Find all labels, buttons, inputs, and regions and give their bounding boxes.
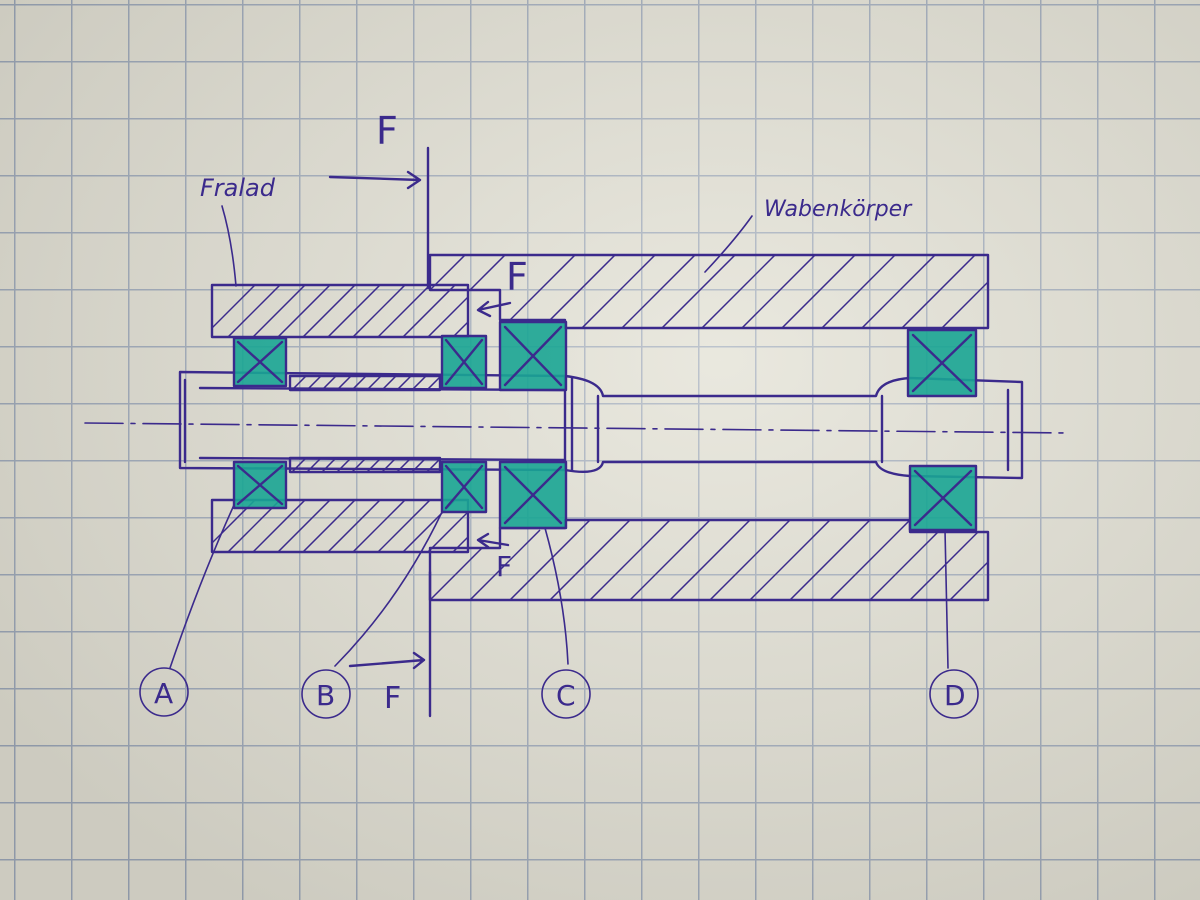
label-circle-b <box>301 669 351 719</box>
nabenkoerper-label: Wabenkörper <box>764 197 913 222</box>
freewheel-housing-lower <box>210 498 470 554</box>
force-label-upper-gap: F <box>506 255 528 299</box>
bearing-a-upper <box>232 336 288 388</box>
bearing-c-upper <box>498 320 568 392</box>
force-label-bottom: F <box>384 681 401 716</box>
freewheel-housing-upper <box>210 283 470 339</box>
force-arrow-bottom <box>348 651 426 670</box>
leader-nabenkoerper <box>704 215 753 273</box>
center-axis-line <box>84 422 1071 434</box>
force-label-top: F <box>376 109 398 153</box>
leader-freilauf <box>221 205 237 287</box>
bearing-d-upper <box>906 328 978 398</box>
bearing-a-lower <box>232 460 288 510</box>
bearing-label-d: D <box>944 679 966 712</box>
leader-a <box>169 504 235 669</box>
force-arrow-lower-gap <box>476 532 510 549</box>
bearing-label-b: B <box>316 679 335 712</box>
hub-body-lower <box>428 518 990 602</box>
bearing-b-upper <box>440 334 488 390</box>
label-circle-a <box>139 667 189 717</box>
bearing-label-c: C <box>556 679 576 712</box>
shaft <box>178 370 1024 480</box>
bearing-label-a: A <box>154 677 173 710</box>
force-arrow-top <box>328 170 422 190</box>
label-circle-c <box>541 669 591 719</box>
bearing-b-lower <box>440 460 488 514</box>
bearing-c-lower <box>498 460 568 530</box>
leader-d <box>944 529 949 669</box>
leader-b <box>334 511 443 667</box>
hub-body-upper <box>428 253 990 330</box>
freilauf-label: Fralad <box>200 174 276 202</box>
force-label-lower-gap: F <box>496 550 512 583</box>
label-circle-d <box>929 669 979 719</box>
bearing-d-lower <box>908 464 978 532</box>
force-arrow-upper-gap <box>476 300 512 318</box>
leader-c <box>544 527 569 665</box>
